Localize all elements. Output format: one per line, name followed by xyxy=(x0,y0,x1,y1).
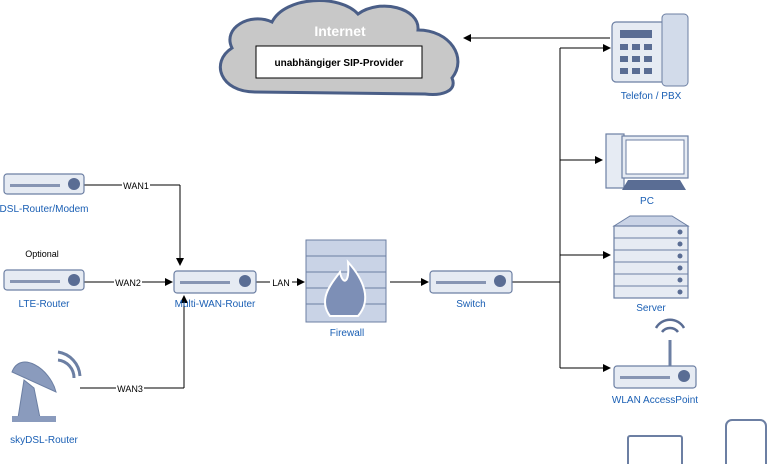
skydsl-router-label: skyDSL-Router xyxy=(10,435,78,446)
firewall-label: Firewall xyxy=(330,328,364,339)
wan2-label: WAN2 xyxy=(115,278,141,288)
pc-label: PC xyxy=(640,196,654,207)
lte-router-icon[interactable] xyxy=(3,269,85,291)
sip-provider-box xyxy=(255,45,423,79)
switch-label: Switch xyxy=(456,299,485,310)
connection-lines xyxy=(80,34,611,389)
firewall-icon[interactable] xyxy=(305,239,387,323)
laptop-icon xyxy=(627,435,683,464)
smartphone-icon xyxy=(725,419,767,464)
optional-label: Optional xyxy=(25,249,59,259)
multi-wan-router-icon[interactable] xyxy=(173,270,257,294)
server-label: Server xyxy=(636,303,666,314)
server-icon[interactable] xyxy=(612,215,690,299)
wlan-accesspoint-icon[interactable] xyxy=(613,318,697,389)
satellite-dish-icon[interactable] xyxy=(11,350,82,422)
internet-cloud: Internet unabhängiger SIP-Provider xyxy=(219,0,460,96)
pc-icon[interactable] xyxy=(605,133,689,190)
wan1-label: WAN1 xyxy=(123,181,149,191)
wlan-accesspoint-label: WLAN AccessPoint xyxy=(612,395,698,406)
wan3-label: WAN3 xyxy=(117,384,143,394)
internet-title: Internet xyxy=(314,23,366,39)
sip-provider-label: unabhängiger SIP-Provider xyxy=(275,58,404,69)
multi-wan-router-label: Multi-WAN-Router xyxy=(175,299,256,310)
phone-icon[interactable] xyxy=(611,13,689,87)
dsl-router-label: DSL-Router/Modem xyxy=(0,204,88,215)
phone-label: Telefon / PBX xyxy=(621,91,682,102)
lte-router-label: LTE-Router xyxy=(19,299,71,310)
dsl-router-icon[interactable] xyxy=(3,173,85,195)
switch-icon[interactable] xyxy=(429,270,513,294)
lan-label: LAN xyxy=(272,278,290,288)
